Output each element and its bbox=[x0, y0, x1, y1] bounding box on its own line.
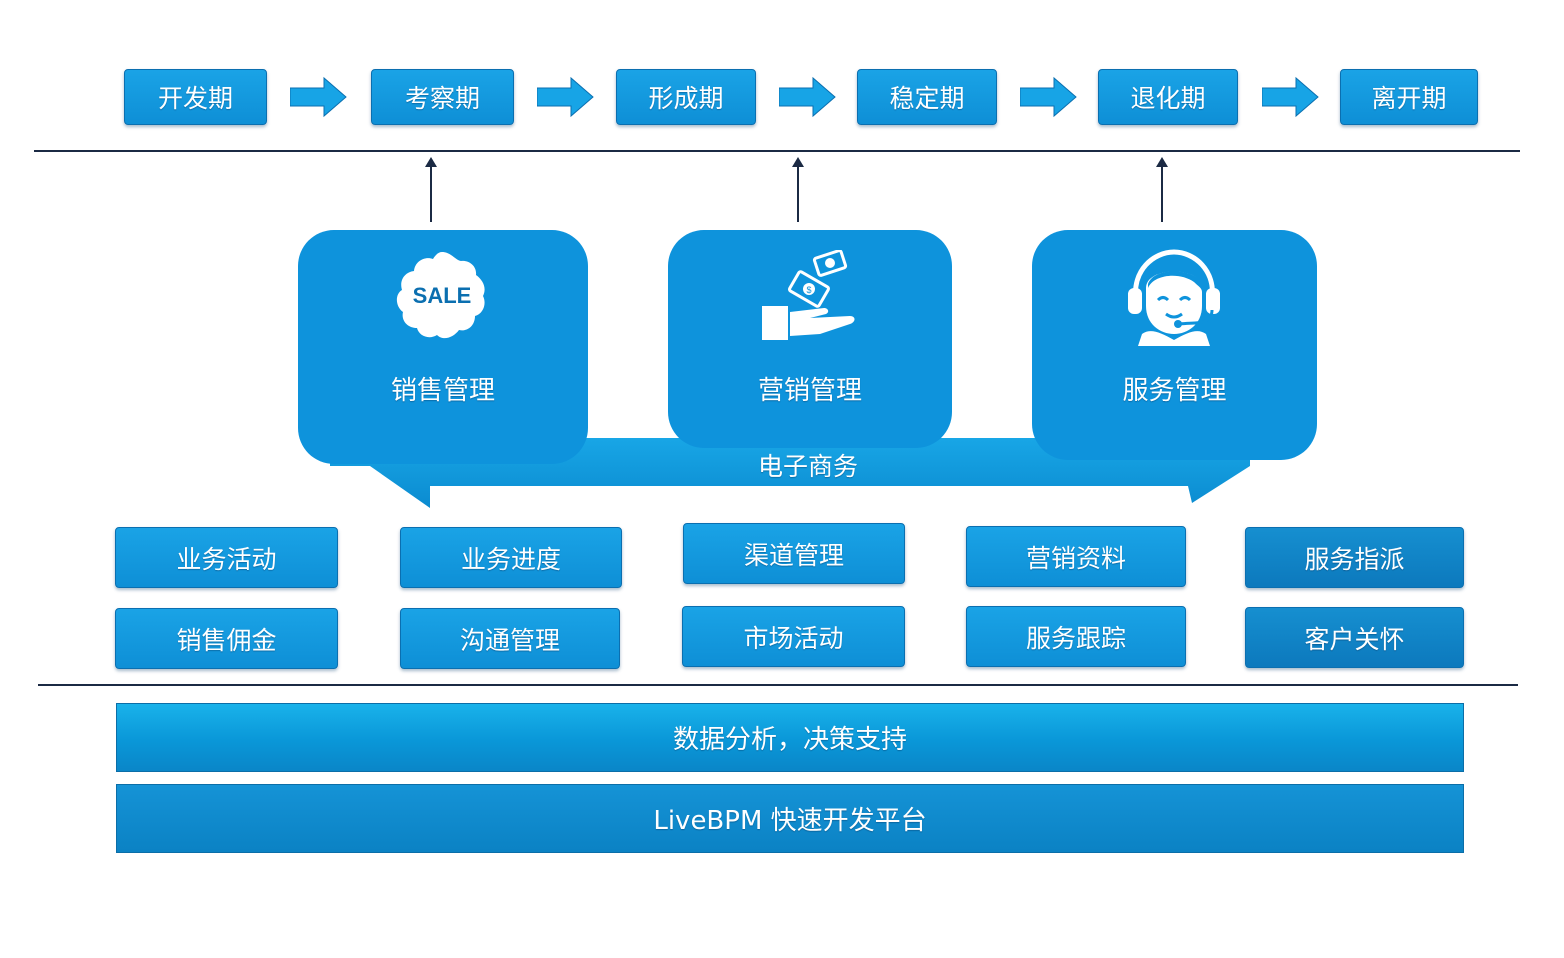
analytics-layer: 数据分析，决策支持 bbox=[116, 703, 1464, 772]
up-arrow-head-icon bbox=[425, 157, 437, 167]
stage-box: 退化期 bbox=[1098, 69, 1238, 125]
sale-tag-icon: SALE bbox=[396, 252, 485, 339]
connector-line bbox=[1161, 165, 1163, 222]
module-card-marketing: $ 营销管理 bbox=[668, 230, 952, 448]
connector-line bbox=[430, 165, 432, 222]
svg-text:$: $ bbox=[806, 285, 811, 295]
stage-box: 考察期 bbox=[371, 69, 514, 125]
ecommerce-label: 电子商务 bbox=[757, 452, 858, 481]
up-arrow-head-icon bbox=[792, 157, 804, 167]
platform-layer: LiveBPM 快速开发平台 bbox=[116, 784, 1464, 853]
money-hand-icon: $ bbox=[762, 250, 855, 340]
bottom-divider bbox=[38, 684, 1518, 686]
stage-box: 形成期 bbox=[616, 69, 756, 125]
function-box: 营销资料 bbox=[966, 526, 1186, 587]
flow-arrow-icon bbox=[537, 76, 594, 118]
function-box: 服务指派 bbox=[1245, 527, 1464, 588]
headset-agent-icon bbox=[1128, 249, 1220, 346]
function-box: 客户关怀 bbox=[1245, 607, 1464, 668]
function-box: 服务跟踪 bbox=[966, 606, 1186, 667]
module-label: 销售管理 bbox=[390, 376, 495, 406]
svg-text:SALE: SALE bbox=[413, 283, 472, 308]
flow-arrow-icon bbox=[1020, 76, 1077, 118]
function-box: 业务活动 bbox=[115, 527, 338, 588]
function-box: 市场活动 bbox=[682, 606, 905, 667]
stage-box: 离开期 bbox=[1340, 69, 1478, 125]
module-card-service: 服务管理 bbox=[1032, 230, 1317, 460]
function-box: 沟通管理 bbox=[400, 608, 620, 669]
function-box: 销售佣金 bbox=[115, 608, 338, 669]
stage-box: 开发期 bbox=[124, 69, 267, 125]
up-arrow-head-icon bbox=[1156, 157, 1168, 167]
flow-arrow-icon bbox=[779, 76, 836, 118]
stage-box: 稳定期 bbox=[857, 69, 997, 125]
flow-arrow-icon bbox=[290, 76, 347, 118]
flow-arrow-icon bbox=[1262, 76, 1319, 118]
top-divider bbox=[34, 150, 1520, 152]
module-label: 服务管理 bbox=[1122, 376, 1227, 406]
module-card-sales: SALE 销售管理 bbox=[298, 230, 588, 464]
module-label: 营销管理 bbox=[757, 376, 862, 406]
function-box: 业务进度 bbox=[400, 527, 622, 588]
function-box: 渠道管理 bbox=[683, 523, 905, 584]
connector-line bbox=[797, 165, 799, 222]
